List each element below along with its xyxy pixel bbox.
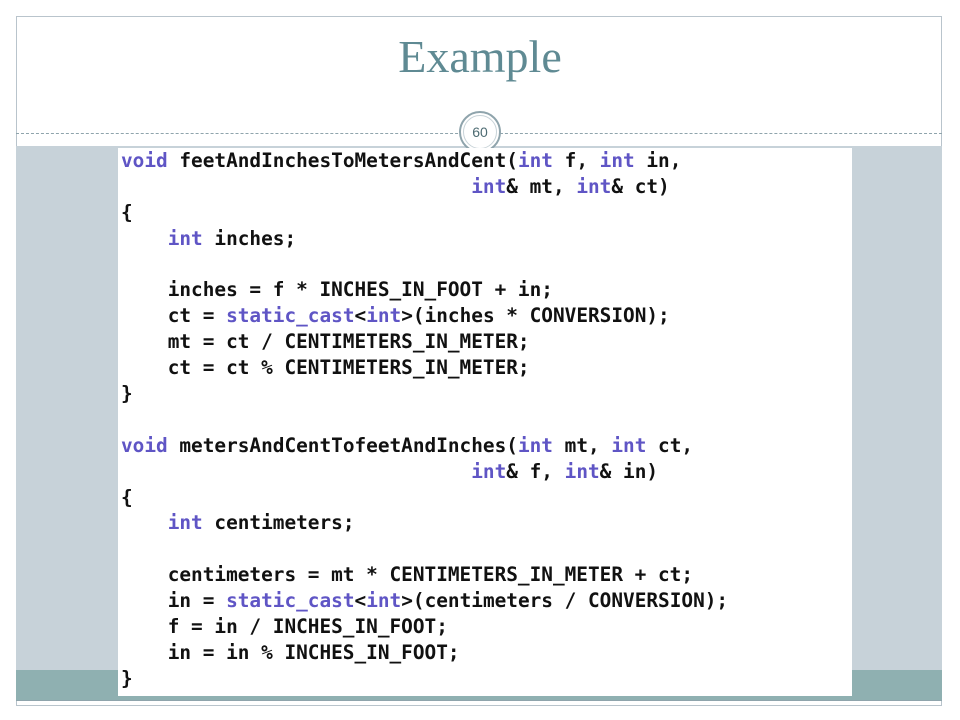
- code-text: ct,: [646, 433, 694, 457]
- code-line: ct = static_cast<int>(inches * CONVERSIO…: [121, 303, 728, 329]
- code-text: [121, 175, 471, 198]
- code-line: in = in % INCHES_IN_FOOT;: [121, 640, 728, 666]
- page-number-badge: 60: [459, 111, 501, 153]
- code-text: >(centimeters / CONVERSION);: [401, 589, 729, 613]
- code-text: [121, 460, 471, 483]
- code-keyword: int: [471, 459, 507, 483]
- code-line: void feetAndInchesToMetersAndCent(int f,…: [121, 148, 728, 174]
- code-keyword: int: [366, 304, 402, 328]
- code-keyword: int: [611, 433, 647, 457]
- code-text: [121, 227, 168, 250]
- code-line: }: [121, 381, 728, 407]
- code-text: & mt,: [506, 174, 577, 198]
- code-text: >(inches * CONVERSION);: [401, 304, 670, 328]
- footer-line: [16, 700, 942, 701]
- code-line: mt = ct / CENTIMETERS_IN_METER;: [121, 329, 728, 355]
- code-keyword: int: [471, 174, 507, 198]
- code-keyword: void: [121, 433, 168, 457]
- code-text: & f,: [506, 459, 565, 483]
- code-text: in =: [121, 589, 227, 613]
- code-text: }: [121, 666, 133, 690]
- code-line: centimeters = mt * CENTIMETERS_IN_METER …: [121, 562, 728, 588]
- code-text: }: [121, 382, 133, 406]
- code-text: ct =: [121, 304, 227, 328]
- code-line: in = static_cast<int>(centimeters / CONV…: [121, 588, 728, 614]
- code-text: mt = ct / CENTIMETERS_IN_METER;: [121, 330, 530, 354]
- code-text: f,: [552, 149, 600, 172]
- code-keyword: int: [517, 149, 553, 172]
- code-keyword: int: [564, 459, 600, 483]
- code-text: {: [121, 485, 133, 509]
- code-line: {: [121, 200, 728, 226]
- code-block: void feetAndInchesToMetersAndCent(int f,…: [121, 148, 728, 692]
- code-line: [121, 407, 728, 433]
- code-line: {: [121, 485, 728, 511]
- code-text: f = in / INCHES_IN_FOOT;: [121, 615, 448, 639]
- code-text: metersAndCentTofeetAndInches(: [167, 433, 518, 457]
- code-text: centimeters = mt * CENTIMETERS_IN_METER …: [121, 563, 694, 587]
- code-line: f = in / INCHES_IN_FOOT;: [121, 614, 728, 640]
- code-text: inches = f * INCHES_IN_FOOT + in;: [121, 278, 553, 302]
- code-text: {: [121, 200, 133, 224]
- code-line: int centimeters;: [121, 510, 728, 536]
- code-line: [121, 536, 728, 562]
- code-keyword: static_cast: [226, 589, 355, 613]
- code-keyword: int: [599, 149, 635, 172]
- code-keyword: int: [517, 433, 553, 457]
- code-line: [121, 252, 728, 278]
- code-text: in = in % INCHES_IN_FOOT;: [121, 640, 460, 664]
- code-keyword: static_cast: [226, 304, 355, 328]
- code-text: [121, 511, 168, 534]
- slide-title: Example: [398, 31, 562, 82]
- code-screenshot: void feetAndInchesToMetersAndCent(int f,…: [118, 148, 852, 696]
- code-line: int inches;: [121, 226, 728, 252]
- code-text: in,: [634, 149, 682, 172]
- code-line: inches = f * INCHES_IN_FOOT + in;: [121, 277, 728, 303]
- code-keyword: int: [167, 511, 203, 535]
- code-keyword: int: [576, 174, 612, 198]
- code-line: }: [121, 666, 728, 692]
- code-text: & ct): [611, 174, 670, 198]
- code-text: centimeters;: [202, 511, 355, 535]
- code-line: int& f, int& in): [121, 459, 728, 485]
- code-text: <: [354, 589, 367, 613]
- code-keyword: int: [167, 226, 203, 250]
- code-text: feetAndInchesToMetersAndCent(: [167, 149, 518, 172]
- code-keyword: void: [121, 149, 168, 172]
- code-text: & in): [599, 459, 659, 483]
- code-text: ct = ct % CENTIMETERS_IN_METER;: [121, 356, 530, 380]
- code-line: void metersAndCentTofeetAndInches(int mt…: [121, 433, 728, 459]
- code-line: ct = ct % CENTIMETERS_IN_METER;: [121, 355, 728, 381]
- code-text: <: [354, 304, 367, 328]
- code-text: mt,: [552, 433, 612, 457]
- code-text: inches;: [202, 226, 297, 250]
- code-line: int& mt, int& ct): [121, 174, 728, 200]
- code-keyword: int: [366, 589, 402, 613]
